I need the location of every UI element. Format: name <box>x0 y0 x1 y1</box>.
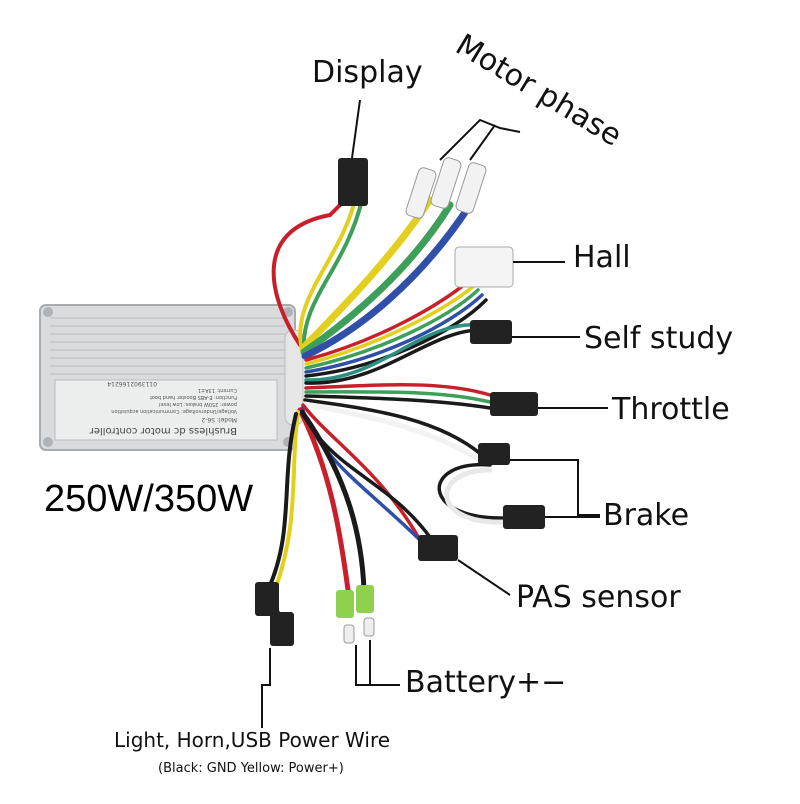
label-hall: Hall <box>573 240 631 275</box>
controller-spec-3: Current: 13A±1 <box>198 387 237 393</box>
label-throttle: Throttle <box>612 392 730 427</box>
battery-connector-pos <box>336 590 354 618</box>
light-connector-1 <box>255 582 279 616</box>
controller-spec-2: Function: E-ABS Booster hand boot <box>150 394 237 400</box>
controller-serial: 0113902166214 <box>107 380 157 387</box>
footnote-detail: (Black: GND Yellow: Power+) <box>158 761 344 776</box>
brake-connector-2 <box>503 505 545 529</box>
throttle-connector <box>490 392 538 416</box>
leader-lines <box>261 99 608 728</box>
hall-connector <box>454 246 514 288</box>
power-rating: 250W/350W <box>44 478 254 520</box>
label-battery: Battery+− <box>405 665 567 700</box>
controller-spec-0: Voltage/Undervoltage: Communication acqu… <box>111 408 237 414</box>
brake-connector-1 <box>478 443 510 465</box>
controller-spec-1: power: 250W brakes: Low level <box>159 401 237 407</box>
pas-connector <box>418 535 458 561</box>
self-study-connector <box>470 320 512 344</box>
light-connector-2 <box>270 612 294 646</box>
label-brake: Brake <box>603 498 690 533</box>
wire-bundle <box>266 193 508 622</box>
display-connector <box>338 158 368 206</box>
footnote-title: Light, Horn,USB Power Wire <box>114 728 391 752</box>
label-self-study: Self study <box>584 321 734 356</box>
battery-connector-neg <box>356 585 374 613</box>
controller-model: Model: S6-2 <box>201 416 237 423</box>
label-pas-sensor: PAS sensor <box>516 580 681 615</box>
connectors <box>255 157 545 646</box>
controller-housing: Brushless dc motor controller Model: S6-… <box>39 304 304 451</box>
motor-phase-connectors <box>405 157 487 219</box>
controller-name: Brushless dc motor controller <box>89 425 237 436</box>
label-display: Display <box>312 55 423 90</box>
